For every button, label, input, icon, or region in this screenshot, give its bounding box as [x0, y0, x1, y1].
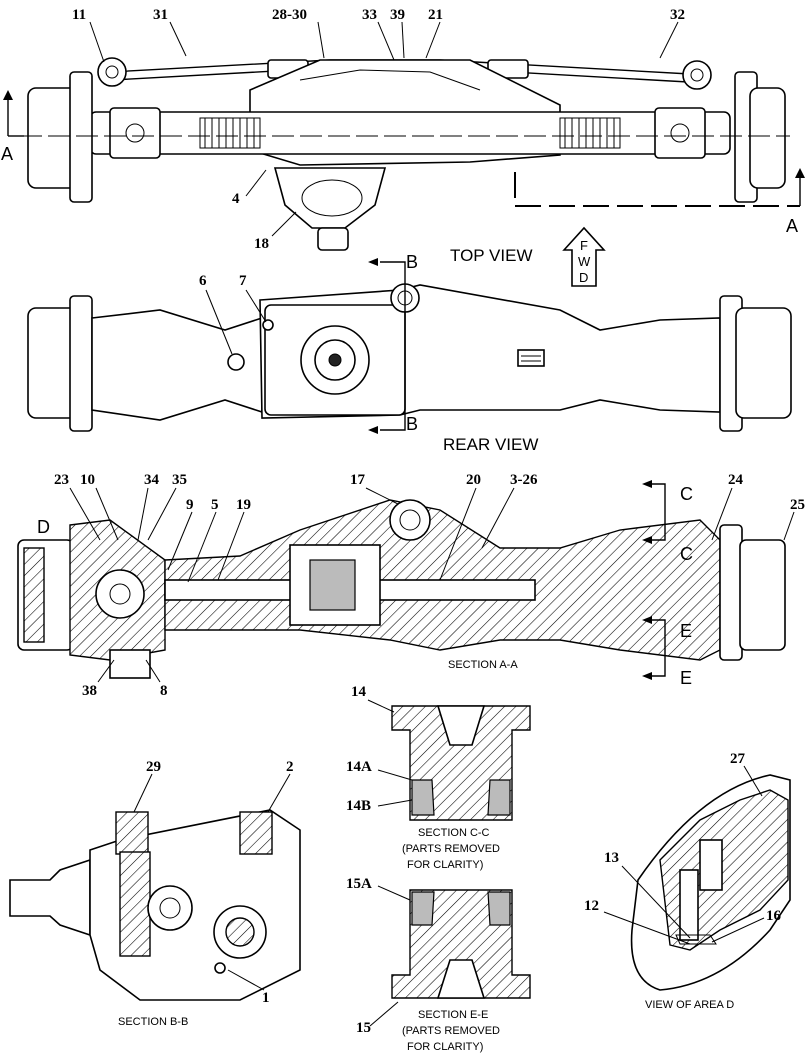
section-letter-a-left: A: [1, 144, 13, 164]
callout-14a: 14A: [346, 759, 372, 775]
fwd-letter-d: D: [579, 270, 588, 285]
callout-2: 2: [286, 759, 294, 775]
callout-39: 39: [390, 7, 405, 23]
section-letter-b-bottom: B: [406, 414, 418, 434]
section-bb-callouts: 29 2 1: [133, 759, 294, 1006]
section-ee-callouts: 15A 15: [346, 876, 411, 1036]
section-letter-b-top: B: [406, 252, 418, 272]
section-letter-c-top: C: [680, 484, 693, 504]
section-ee-label: SECTION E-E (PARTS REMOVED FOR CLARITY): [402, 1009, 500, 1053]
callout-15: 15: [356, 1020, 371, 1036]
section-letter-d: D: [37, 517, 50, 537]
top-view-callouts: 11 31 28-30 33 39 21 32 4 18: [72, 7, 685, 252]
rear-view-callouts: 6 7: [199, 273, 267, 355]
top-view-drawing: [20, 57, 790, 251]
section-cc-drawing: [391, 705, 531, 821]
diagram-text: (PARTS REMOVED: [402, 1025, 500, 1037]
callout-16: 16: [766, 908, 782, 924]
callout-10: 10: [80, 472, 95, 488]
callout-32: 32: [670, 7, 685, 23]
callout-15a: 15A: [346, 876, 372, 892]
callout-20: 20: [466, 472, 481, 488]
diagram-text: SECTION C-C: [418, 827, 490, 839]
diagram-text: FOR CLARITY): [407, 859, 483, 871]
area-d-callouts: 27 13 12 16: [584, 751, 782, 945]
section-a-markers: A A: [1, 90, 805, 236]
callout-7: 7: [239, 273, 247, 289]
callout-25: 25: [790, 497, 805, 513]
callout-21: 21: [428, 7, 443, 23]
callout-5: 5: [211, 497, 219, 513]
area-d-label: VIEW OF AREA D: [645, 999, 734, 1011]
diagram-text: (PARTS REMOVED: [402, 843, 500, 855]
callout-12: 12: [584, 898, 599, 914]
callout-31: 31: [153, 7, 168, 23]
callout-1: 1: [262, 990, 270, 1006]
diagram-text: SECTION E-E: [418, 1009, 488, 1021]
section-letter-c-mid: C: [680, 544, 693, 564]
section-bb-label: SECTION B-B: [118, 1016, 188, 1028]
top-view-label: TOP VIEW: [450, 246, 533, 265]
section-aa-label: SECTION A-A: [448, 659, 518, 671]
callout-38: 38: [82, 683, 97, 699]
section-aa-drawing: C C E E D: [17, 480, 786, 688]
section-ee-drawing: [391, 889, 531, 999]
callout-8: 8: [160, 683, 168, 699]
callout-28-30: 28-30: [272, 7, 307, 23]
callout-13: 13: [604, 850, 619, 866]
section-letter-a-right: A: [786, 216, 798, 236]
callout-35: 35: [172, 472, 187, 488]
callout-19: 19: [236, 497, 251, 513]
callout-17: 17: [350, 472, 366, 488]
section-aa-callouts: 23 10 34 35 9 5 19 17 20 3-26 24 25 38 8: [54, 472, 805, 699]
callout-23: 23: [54, 472, 69, 488]
callout-6: 6: [199, 273, 207, 289]
callout-29: 29: [146, 759, 161, 775]
rear-view-drawing: B B: [27, 252, 792, 434]
section-cc-callouts: 14 14A 14B: [346, 684, 413, 814]
callout-3-26: 3-26: [510, 472, 538, 488]
area-d-drawing: [630, 774, 791, 991]
diagram-text: FOR CLARITY): [407, 1041, 483, 1053]
fwd-letter-w: W: [578, 254, 591, 269]
section-bb-drawing: [9, 809, 301, 1001]
callout-14b: 14B: [346, 798, 371, 814]
callout-11: 11: [72, 7, 86, 23]
callout-14: 14: [351, 684, 367, 700]
callout-27: 27: [730, 751, 746, 767]
callout-4: 4: [232, 191, 240, 207]
fwd-letter-f: F: [580, 238, 588, 253]
callout-24: 24: [728, 472, 744, 488]
forward-arrow: F W D: [562, 226, 606, 287]
callout-34: 34: [144, 472, 160, 488]
section-letter-e-mid: E: [680, 621, 692, 641]
section-cc-label: SECTION C-C (PARTS REMOVED FOR CLARITY): [402, 827, 500, 871]
callout-33: 33: [362, 7, 377, 23]
callout-18: 18: [254, 236, 269, 252]
rear-view-label: REAR VIEW: [443, 435, 538, 454]
callout-9: 9: [186, 497, 194, 513]
section-letter-e-bottom: E: [680, 668, 692, 688]
